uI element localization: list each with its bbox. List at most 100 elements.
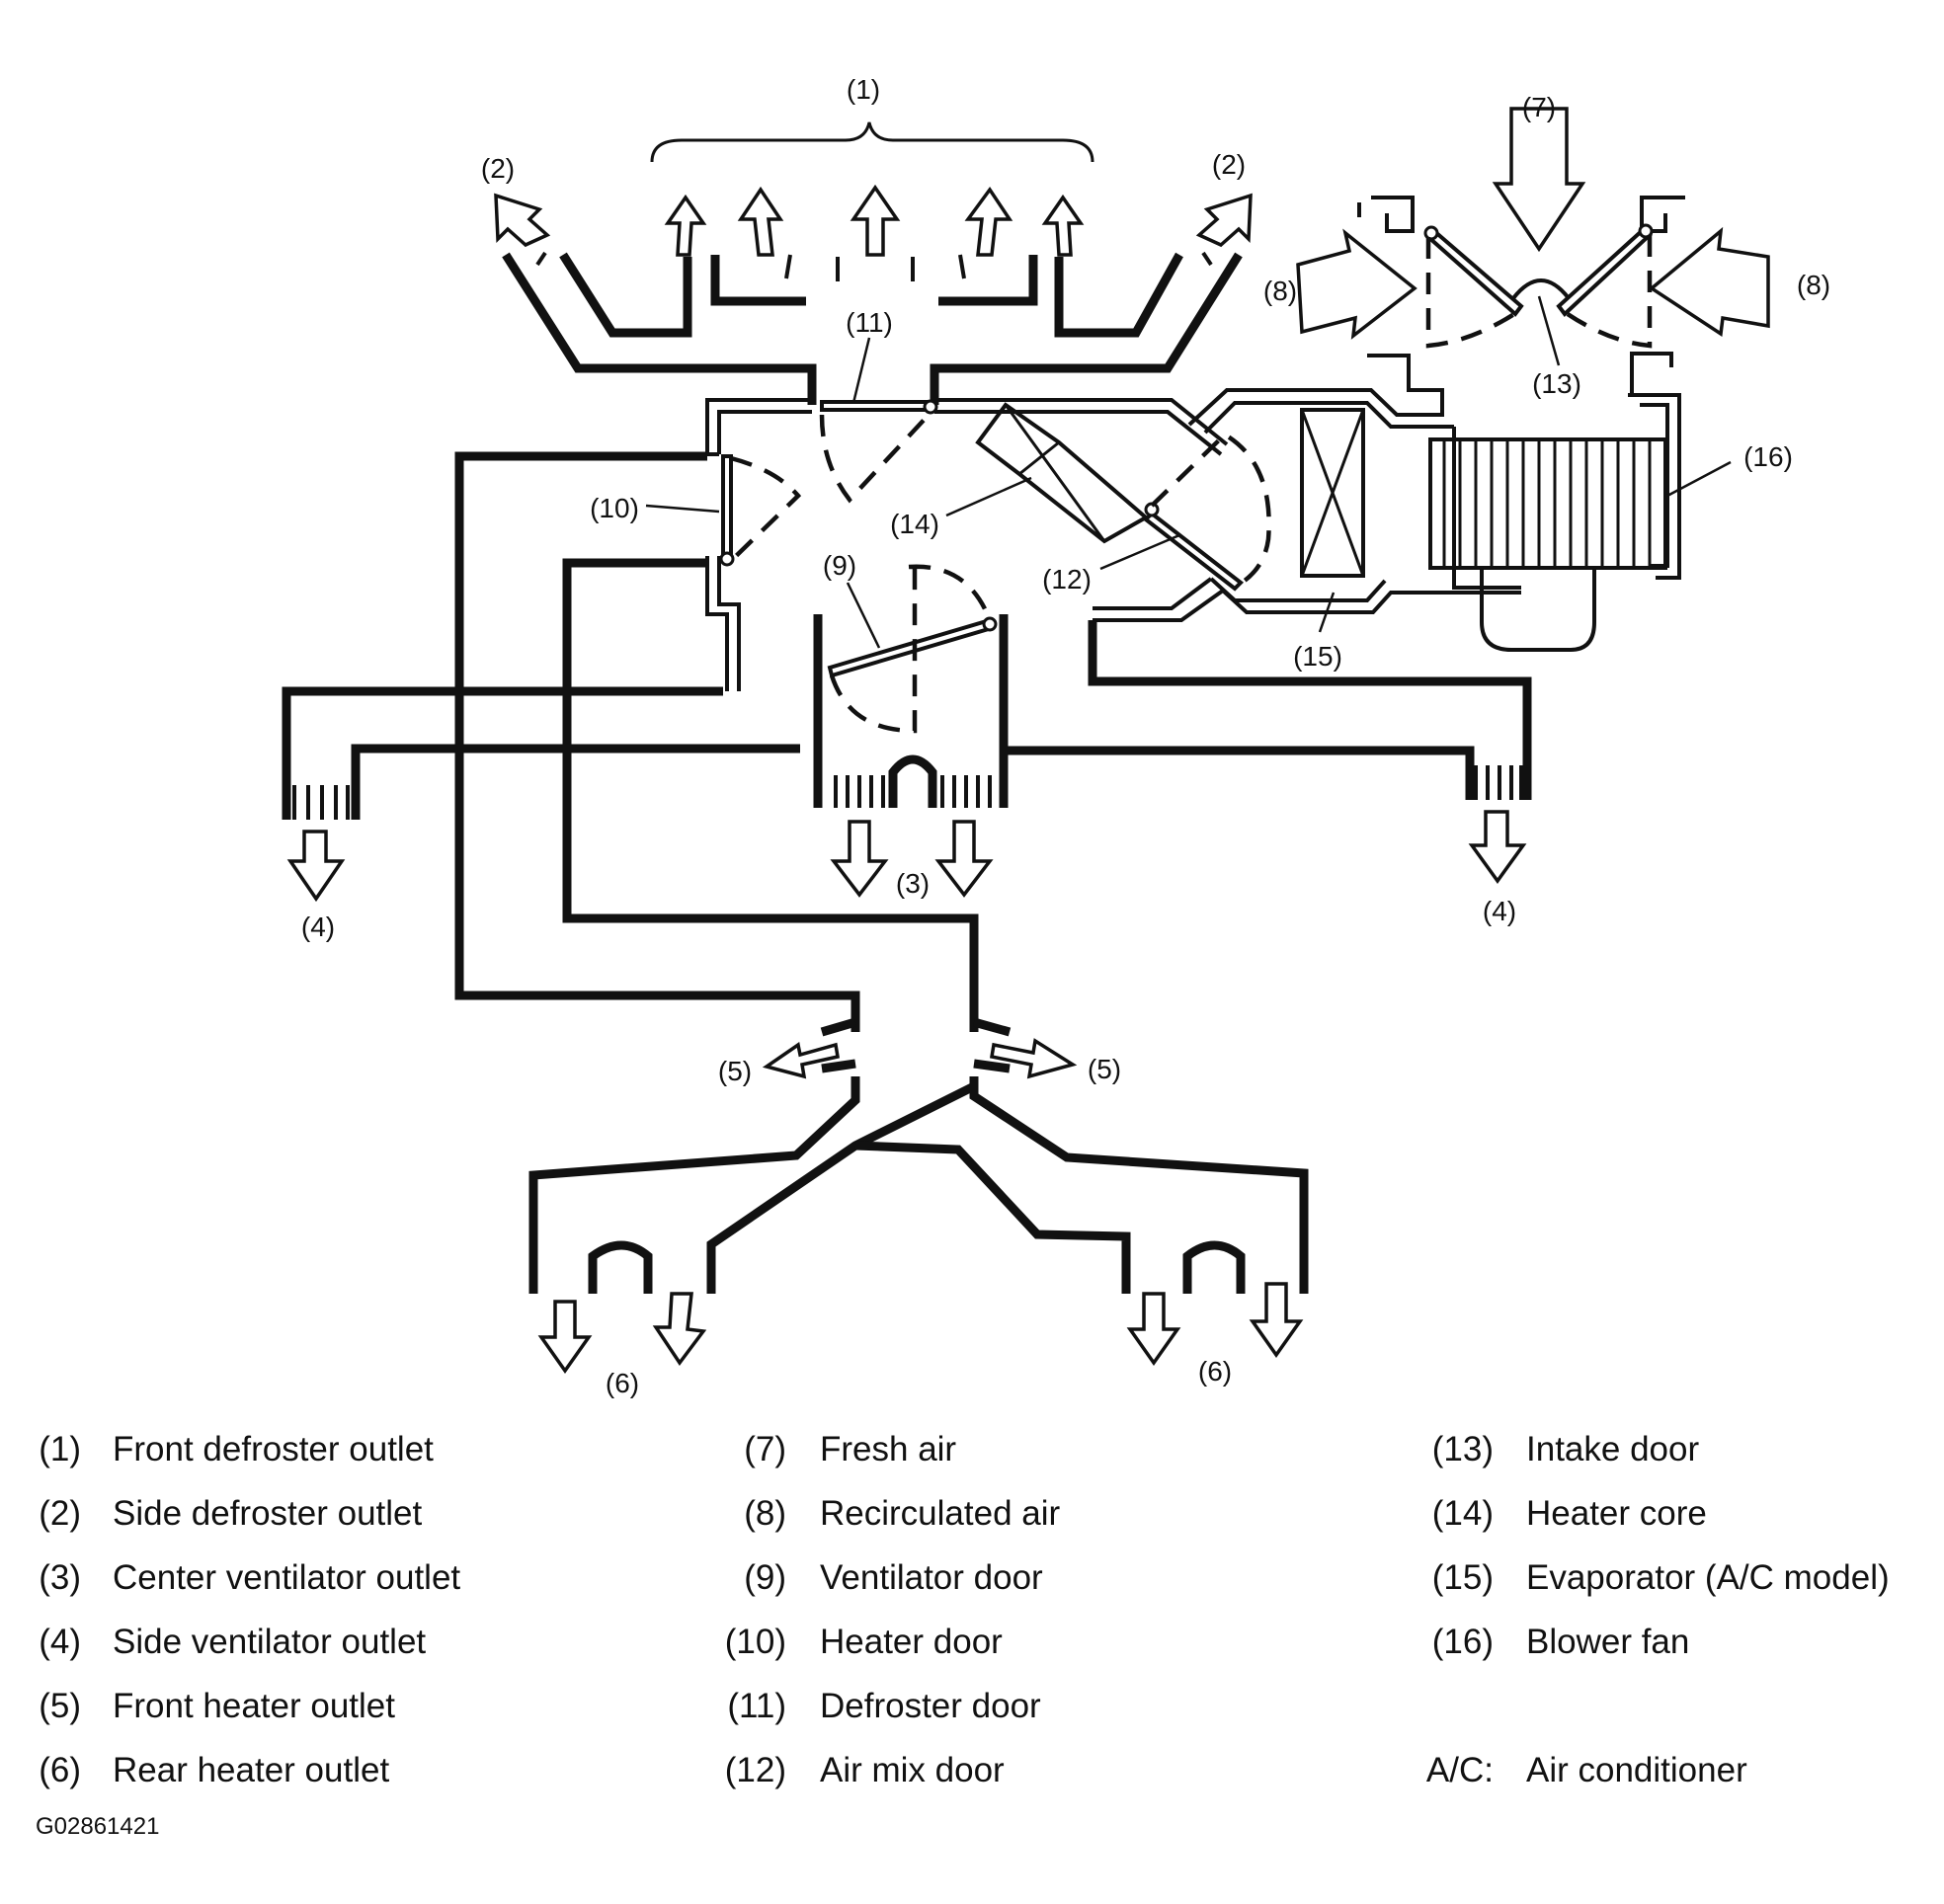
center-vent-arrow-left <box>830 820 889 898</box>
callout-13: (13) <box>1532 368 1581 399</box>
callout-2-right: (2) <box>1212 149 1246 180</box>
callout-10: (10) <box>590 493 639 523</box>
legend-num: (11) <box>727 1687 786 1725</box>
leader-11 <box>851 337 871 404</box>
blower-fan <box>1428 437 1667 570</box>
outlet-louvers <box>292 765 1523 820</box>
legend-text: Side ventilator outlet <box>113 1623 427 1661</box>
callout-6-left: (6) <box>606 1368 639 1398</box>
legend-num: (15) <box>1431 1558 1494 1597</box>
callout-5-right: (5) <box>1088 1054 1121 1084</box>
front-defroster-brace <box>650 121 1094 163</box>
blower-case <box>1452 352 1681 590</box>
callout-5-left: (5) <box>718 1056 752 1086</box>
right-ventilator-duct <box>1004 746 1475 800</box>
left-heater-duct <box>454 451 860 1032</box>
legend-text: Air mix door <box>820 1751 1005 1789</box>
legend-num: (4) <box>39 1623 81 1661</box>
legend-text: Evaporator (A/C model) <box>1526 1558 1890 1597</box>
front-heater-arrow-right <box>989 1038 1078 1079</box>
leader-14 <box>945 476 1032 517</box>
defroster-duct-right <box>930 252 1243 405</box>
recirc-air-arrow-right <box>1649 226 1770 338</box>
defroster-door <box>819 399 938 504</box>
legend-text: Center ventilator outlet <box>113 1558 461 1597</box>
legend-num: (7) <box>744 1430 786 1468</box>
legend-num: (5) <box>39 1687 81 1725</box>
legend-num: (16) <box>1431 1623 1494 1661</box>
doors <box>719 223 1654 734</box>
front-defroster-arrow-1 <box>664 194 707 257</box>
rear-heater-duct-left <box>528 1076 860 1294</box>
blower-motor <box>1480 568 1596 652</box>
legend-text: Air conditioner <box>1526 1751 1747 1789</box>
front-defroster-arrow-3 <box>850 184 901 257</box>
front-defroster-arrow-5 <box>1041 194 1085 257</box>
legend-num: (12) <box>724 1751 786 1789</box>
fresh-air-arrow <box>1492 107 1586 253</box>
legend-num: (1) <box>39 1430 81 1468</box>
rear-heater-divider-right <box>1182 1240 1246 1294</box>
callout-8-left: (8) <box>1263 276 1297 306</box>
callout-6-right: (6) <box>1198 1356 1232 1387</box>
legend-num: (9) <box>744 1558 786 1597</box>
callout-16: (16) <box>1743 441 1793 472</box>
heater-door <box>719 454 802 567</box>
side-defroster-arrow-right <box>1195 193 1253 248</box>
figure-id: G02861421 <box>36 1813 160 1840</box>
duct-walls <box>282 196 1685 1294</box>
evaporator <box>1300 408 1365 578</box>
callout-7: (7) <box>1522 92 1556 122</box>
ventilator-door <box>827 564 998 734</box>
heater-case-left-lower <box>705 556 741 691</box>
front-heater-stub-left-bottom <box>821 1059 856 1073</box>
legend-text: Heater core <box>1526 1494 1707 1533</box>
leader-9 <box>846 582 881 649</box>
legend-text: Side defroster outlet <box>113 1494 423 1533</box>
front-defroster-branch-l2 <box>710 255 806 306</box>
front-heater-stub-right-bottom <box>973 1059 1011 1073</box>
center-vent-arrow-right <box>934 820 994 898</box>
legend-num: (6) <box>39 1751 81 1789</box>
legend-text: Defroster door <box>820 1687 1041 1725</box>
leader-lines <box>645 295 1732 649</box>
front-defroster-arrow-4 <box>964 186 1013 257</box>
callout-8-right: (8) <box>1797 270 1830 300</box>
callout-1: (1) <box>847 74 880 105</box>
rear-heater-divider-left <box>588 1240 653 1294</box>
callout-11: (11) <box>846 307 893 338</box>
right-ventilator-duct-upper <box>1088 620 1532 800</box>
front-defroster-arrow-2 <box>737 186 784 257</box>
components <box>975 402 1667 578</box>
front-heater-stub-left-top <box>820 1017 857 1037</box>
leader-13 <box>1537 295 1561 366</box>
left-ventilator-duct-outer <box>282 686 723 820</box>
legend-text: Front heater outlet <box>113 1687 395 1725</box>
heater-case-top-right <box>934 398 1229 456</box>
rear-heater-arrow-3 <box>1126 1292 1181 1367</box>
defroster-duct-right-inner <box>1054 252 1183 338</box>
callout-labels: (1) (2) (2) (7) (8) (8) (11) (13) (16) (… <box>301 74 1830 1398</box>
legend-text: Intake door <box>1526 1430 1700 1468</box>
intake-left-bracket <box>1357 196 1415 233</box>
air-mix-door <box>1142 432 1271 592</box>
legend-num: (13) <box>1431 1430 1494 1468</box>
rear-heater-arrow-2 <box>652 1292 707 1367</box>
legend-text: Ventilator door <box>820 1558 1043 1597</box>
rear-heater-arrow-1 <box>537 1300 593 1375</box>
front-heater-arrow-left <box>762 1042 840 1079</box>
legend-num: (3) <box>39 1558 81 1597</box>
legend-num: (14) <box>1431 1494 1494 1533</box>
legend-text: Rear heater outlet <box>113 1751 390 1789</box>
callout-12: (12) <box>1042 564 1092 595</box>
louvers-side-vent-right <box>1474 765 1523 800</box>
side-vent-arrow-right <box>1468 810 1527 884</box>
louvers-center-vent-left <box>834 775 885 808</box>
legend-text: Fresh air <box>820 1430 957 1468</box>
left-ventilator-duct-lower <box>351 744 800 820</box>
legend-num: (2) <box>39 1494 81 1533</box>
airflow-arrows <box>286 107 1770 1375</box>
side-vent-arrow-left <box>286 830 346 903</box>
rear-heater-duct-right-inner <box>854 1141 1131 1294</box>
